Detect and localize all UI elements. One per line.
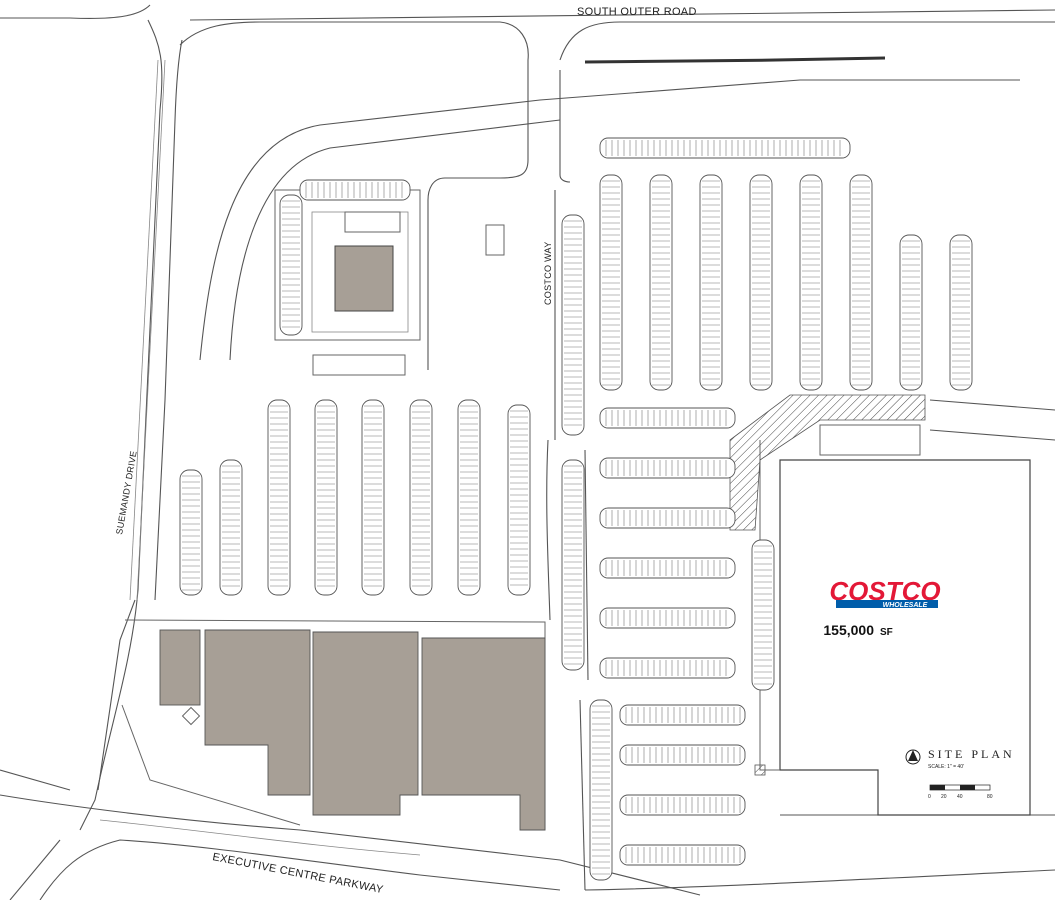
costco-logo-wholesale: WHOLESALE [883, 602, 928, 609]
costco-area-value: 155,000 [823, 622, 874, 638]
parking-row-upper-7 [899, 234, 923, 391]
road-label-sumandy-drive: SUEMANDY DRIVE [114, 450, 139, 536]
parking-row-middle-6 [507, 404, 531, 596]
parking-row-costco-way [561, 459, 585, 671]
legend-title: SITE PLAN [928, 747, 1015, 761]
scale-tick-20: 20 [941, 794, 947, 800]
costco-building[interactable]: COSTCO WHOLESALE 155,000 SF [729, 394, 1031, 816]
parking-row-upper-3 [699, 174, 723, 391]
road-label-south-outer: SOUTH OUTER ROAD [577, 6, 697, 18]
gas-station-pad [274, 189, 505, 376]
parking-row-costco-way-upper [561, 214, 585, 436]
parking-row-gas-top [299, 179, 411, 201]
parking-row-upper-8 [949, 234, 973, 391]
costco-logo-bar [836, 600, 938, 608]
parking-row-upper-2 [649, 174, 673, 391]
costco-side-hatch [754, 764, 766, 776]
legend-scale-bar [929, 784, 991, 791]
parking-row-front-1 [599, 407, 736, 429]
gas-station-building [334, 245, 394, 312]
scale-tick-80: 80 [987, 794, 993, 800]
parking-row-middle-1 [267, 399, 291, 596]
road-label-executive-centre-parkway: EXECUTIVE CENTRE PARKWAY [211, 851, 384, 896]
parking-row-middle-2 [314, 399, 338, 596]
parking-row-middle-5 [457, 399, 481, 596]
parking-row-cart [751, 539, 775, 691]
parking-row-front-3 [599, 507, 736, 529]
parking-row-middle-4 [409, 399, 433, 596]
parking-row-upper-5 [799, 174, 823, 391]
road-label-costco-way: COSTCO WAY [543, 242, 553, 306]
parking-row-lower-4 [619, 844, 746, 866]
scale-tick-0: 0 [928, 794, 931, 800]
parking-row-front-6 [599, 657, 736, 679]
scale-tick-40: 40 [957, 794, 963, 800]
parking-row-upper-1 [599, 174, 623, 391]
parking-row-lower-3 [619, 794, 746, 816]
parking-row-lower-2 [619, 744, 746, 766]
parking-row-front-2 [599, 457, 736, 479]
parking-row-middle-edge [179, 469, 203, 596]
parking-row-middle-0 [219, 459, 243, 596]
parking-row-front-5 [599, 607, 736, 629]
parking-row-lower-1 [619, 704, 746, 726]
parking-row-top [599, 137, 851, 159]
legend-scale-text: SCALE: 1" = 40' [928, 764, 964, 770]
parking-row-upper-6 [849, 174, 873, 391]
retail-building-2[interactable] [204, 629, 311, 796]
retail-building-4[interactable] [421, 637, 546, 831]
parking-row-middle-3 [361, 399, 385, 596]
parking-row-gas-left [279, 194, 303, 336]
parking-row-upper-4 [749, 174, 773, 391]
parking-field [179, 137, 973, 881]
retail-buildings [121, 619, 546, 831]
parking-row-front-4 [599, 557, 736, 579]
retail-building-3[interactable] [312, 631, 419, 816]
site-plan-legend: SITE PLAN SCALE: 1" = 40' 0 20 40 80 [905, 747, 1015, 800]
costco-area-unit: SF [880, 627, 893, 638]
costco-entrance-hatch [729, 394, 926, 531]
retail-building-1[interactable] [159, 629, 201, 706]
